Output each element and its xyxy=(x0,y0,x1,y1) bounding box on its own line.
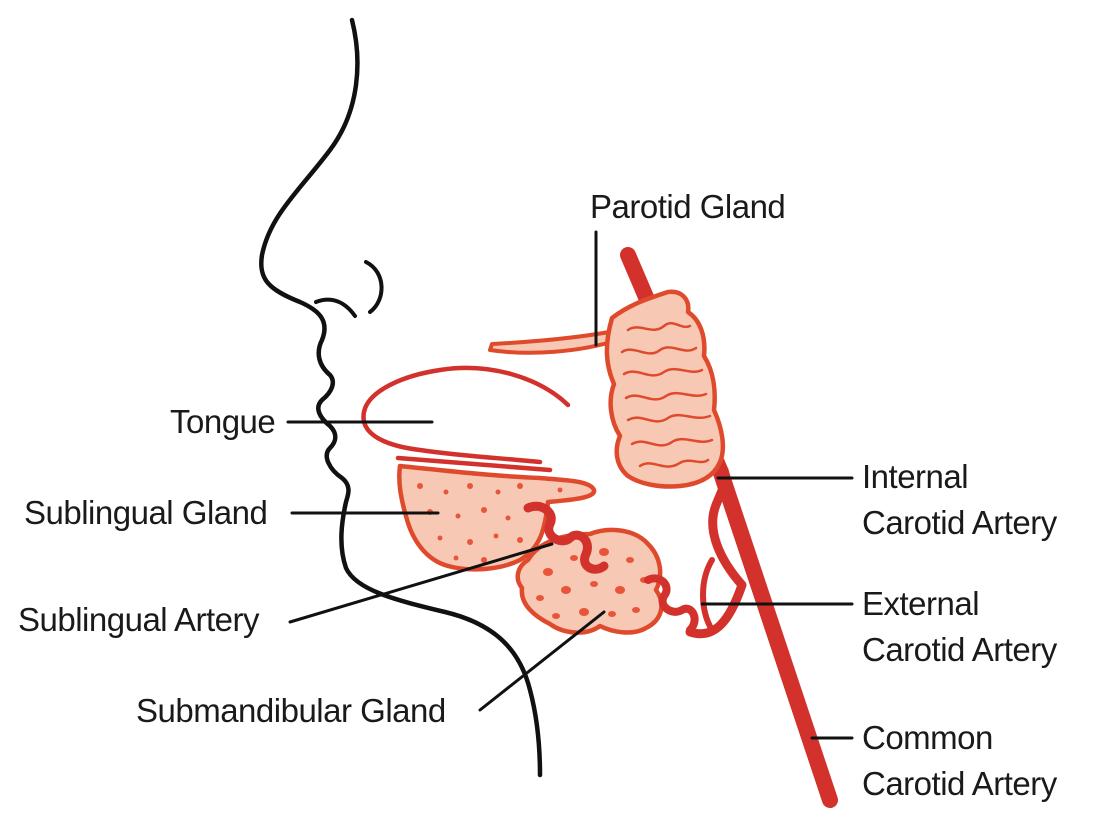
label-internal-carotid-line1: Internal xyxy=(862,454,1057,500)
label-common-carotid: Common Carotid Artery xyxy=(862,715,1057,807)
label-tongue: Tongue xyxy=(170,401,275,443)
label-common-carotid-line1: Common xyxy=(862,715,1057,761)
label-common-carotid-line2: Carotid Artery xyxy=(862,761,1057,807)
label-external-carotid-line2: Carotid Artery xyxy=(862,627,1057,673)
label-sublingual-gland: Sublingual Gland xyxy=(24,492,267,534)
label-external-carotid: External Carotid Artery xyxy=(862,581,1057,673)
label-internal-carotid: Internal Carotid Artery xyxy=(862,454,1057,546)
label-parotid-gland: Parotid Gland xyxy=(590,186,785,228)
nose-ala xyxy=(366,262,382,312)
label-internal-carotid-line2: Carotid Artery xyxy=(862,500,1057,546)
label-external-carotid-line1: External xyxy=(862,581,1057,627)
tongue-outline xyxy=(363,368,568,462)
label-sublingual-artery: Sublingual Artery xyxy=(18,599,259,641)
leader-sublingual-artery xyxy=(290,544,552,622)
parotid-gland xyxy=(607,292,723,487)
external-carotid-inner xyxy=(703,560,712,630)
parotid-duct xyxy=(490,330,620,353)
face-profile xyxy=(261,20,540,775)
leader-submandibular xyxy=(480,612,604,710)
nostril-line xyxy=(316,300,355,316)
label-submandibular-gland: Submandibular Gland xyxy=(136,690,446,732)
